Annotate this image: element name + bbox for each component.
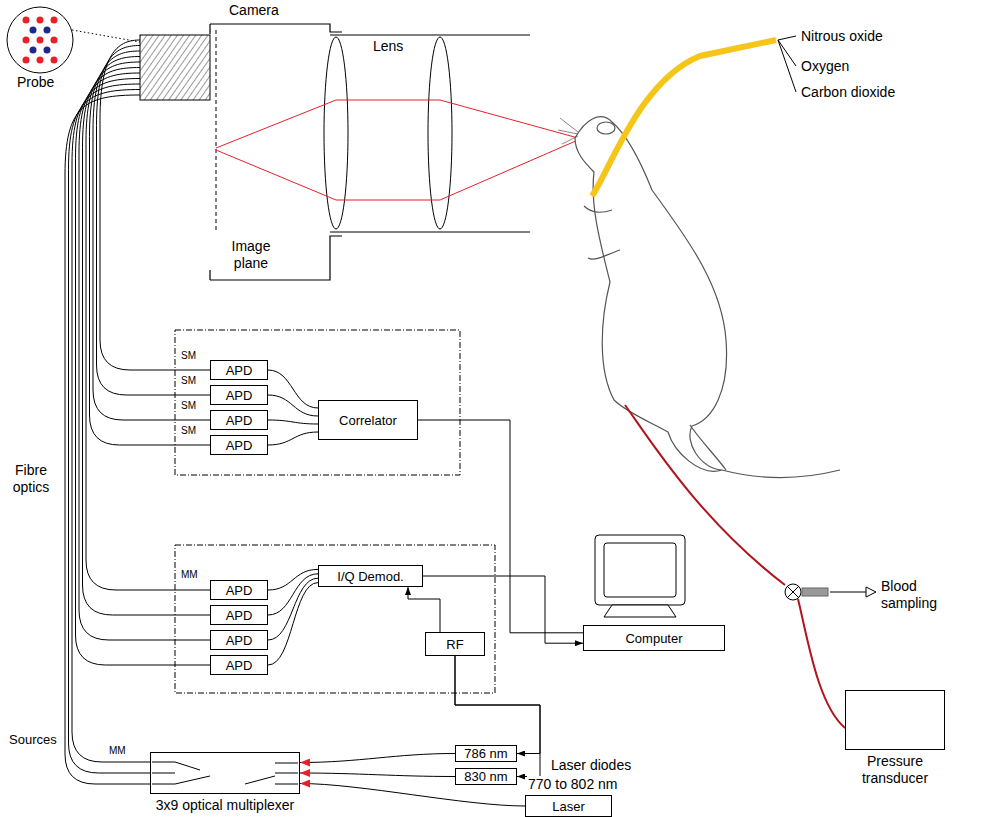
transducer-box: Pressure transducer <box>845 690 945 750</box>
signal-connector <box>268 432 318 445</box>
node-label: APD <box>226 438 253 453</box>
signal-connector <box>268 578 318 640</box>
camera-housing <box>210 24 342 280</box>
node-label: 830 nm <box>464 769 507 784</box>
signal-connector <box>268 395 318 416</box>
node-caption: 3x9 optical multiplexer <box>156 797 295 814</box>
fibre <box>83 68 211 616</box>
computer-box: Computer <box>583 625 725 651</box>
fibre-type: SM <box>180 349 197 362</box>
node-label: APD <box>226 633 253 648</box>
fibre-type: SM <box>180 399 197 412</box>
fibre-bundle <box>140 35 210 100</box>
gas-label: Nitrous oxide <box>800 28 884 45</box>
part-label: Laser diodes <box>550 757 632 774</box>
apd-box: APD <box>210 435 268 455</box>
lens-tube <box>330 35 530 232</box>
fibre <box>76 79 211 666</box>
fibre <box>65 95 150 784</box>
fibre-connector <box>300 773 455 777</box>
laser-diode-box: 786 nm <box>455 745 517 762</box>
fibre <box>93 51 210 420</box>
gas-label: Carbon dioxide <box>800 84 896 101</box>
fibre <box>79 73 210 640</box>
signal-connector <box>268 583 318 665</box>
gas-lines <box>778 36 796 92</box>
fibre <box>90 57 211 446</box>
part-label: Blood sampling <box>880 578 972 612</box>
apd-box: APD <box>210 630 268 650</box>
part-label: Sources <box>8 732 58 748</box>
node-label: APD <box>226 583 253 598</box>
fibre <box>100 40 210 370</box>
apd-box: APD <box>210 580 268 600</box>
node-label: RF <box>446 637 463 652</box>
probe-circle <box>7 7 73 73</box>
signal-connector <box>268 569 318 590</box>
laser-diode-box: 830 nm <box>455 768 517 785</box>
node-label: APD <box>226 363 253 378</box>
detector-group <box>175 330 460 475</box>
laser-box: Laser <box>525 795 612 817</box>
detector-group <box>175 545 495 693</box>
signal-connector <box>268 420 318 424</box>
fibre-type: SM <box>180 424 197 437</box>
valve <box>785 584 876 600</box>
catheter <box>798 599 845 728</box>
gas-tube <box>592 40 776 196</box>
apd-box: APD <box>210 410 268 430</box>
part-label: Lens <box>372 38 404 55</box>
probe-dots <box>23 17 58 64</box>
fibre-type: MM <box>108 744 127 757</box>
node-label: APD <box>226 608 253 623</box>
node-label: Computer <box>625 631 682 646</box>
image-plane <box>216 30 217 232</box>
apd-box: APD <box>210 655 268 675</box>
rat <box>558 117 840 478</box>
signal-connector <box>418 420 583 633</box>
signal-connector <box>268 370 318 408</box>
part-label: Fibre optics <box>6 462 56 496</box>
part-label: Image plane <box>226 238 276 272</box>
part-label: 770 to 802 nm <box>527 776 619 793</box>
leader-line <box>72 30 140 42</box>
demodulator-box: I/Q Demod. <box>318 565 423 587</box>
apd-box: APD <box>210 385 268 405</box>
fibre <box>69 90 151 774</box>
fibre-type: SM <box>180 374 197 387</box>
correlator-box: Correlator <box>318 400 418 440</box>
signal-connector <box>408 587 440 632</box>
node-label: Laser <box>552 799 585 814</box>
signal-connector <box>455 656 540 777</box>
fibre <box>97 46 211 396</box>
monitor <box>595 535 685 617</box>
node-label: 786 nm <box>464 746 507 761</box>
multiplexer-box: 3x9 optical multiplexer <box>150 752 300 794</box>
gas-label: Oxygen <box>800 58 850 75</box>
apd-box: APD <box>210 605 268 625</box>
node-label: I/Q Demod. <box>337 569 403 584</box>
fibre-type: MM <box>180 568 199 581</box>
fibre <box>72 84 150 762</box>
rf-box: RF <box>425 632 485 656</box>
part-label: Probe <box>16 74 55 91</box>
fibre-connector <box>300 754 455 763</box>
node-label: APD <box>226 413 253 428</box>
fibre <box>86 62 210 590</box>
switch-symbol <box>152 762 298 784</box>
part-label: Camera <box>228 2 280 19</box>
fibres <box>65 40 210 784</box>
node-label: APD <box>226 388 253 403</box>
node-caption: Pressure transducer <box>840 753 950 787</box>
light-rays <box>216 100 578 200</box>
fibre-connector <box>300 784 525 807</box>
signal-connector <box>423 576 583 643</box>
node-label: APD <box>226 658 253 673</box>
apd-box: APD <box>210 360 268 380</box>
node-label: Correlator <box>339 413 397 428</box>
